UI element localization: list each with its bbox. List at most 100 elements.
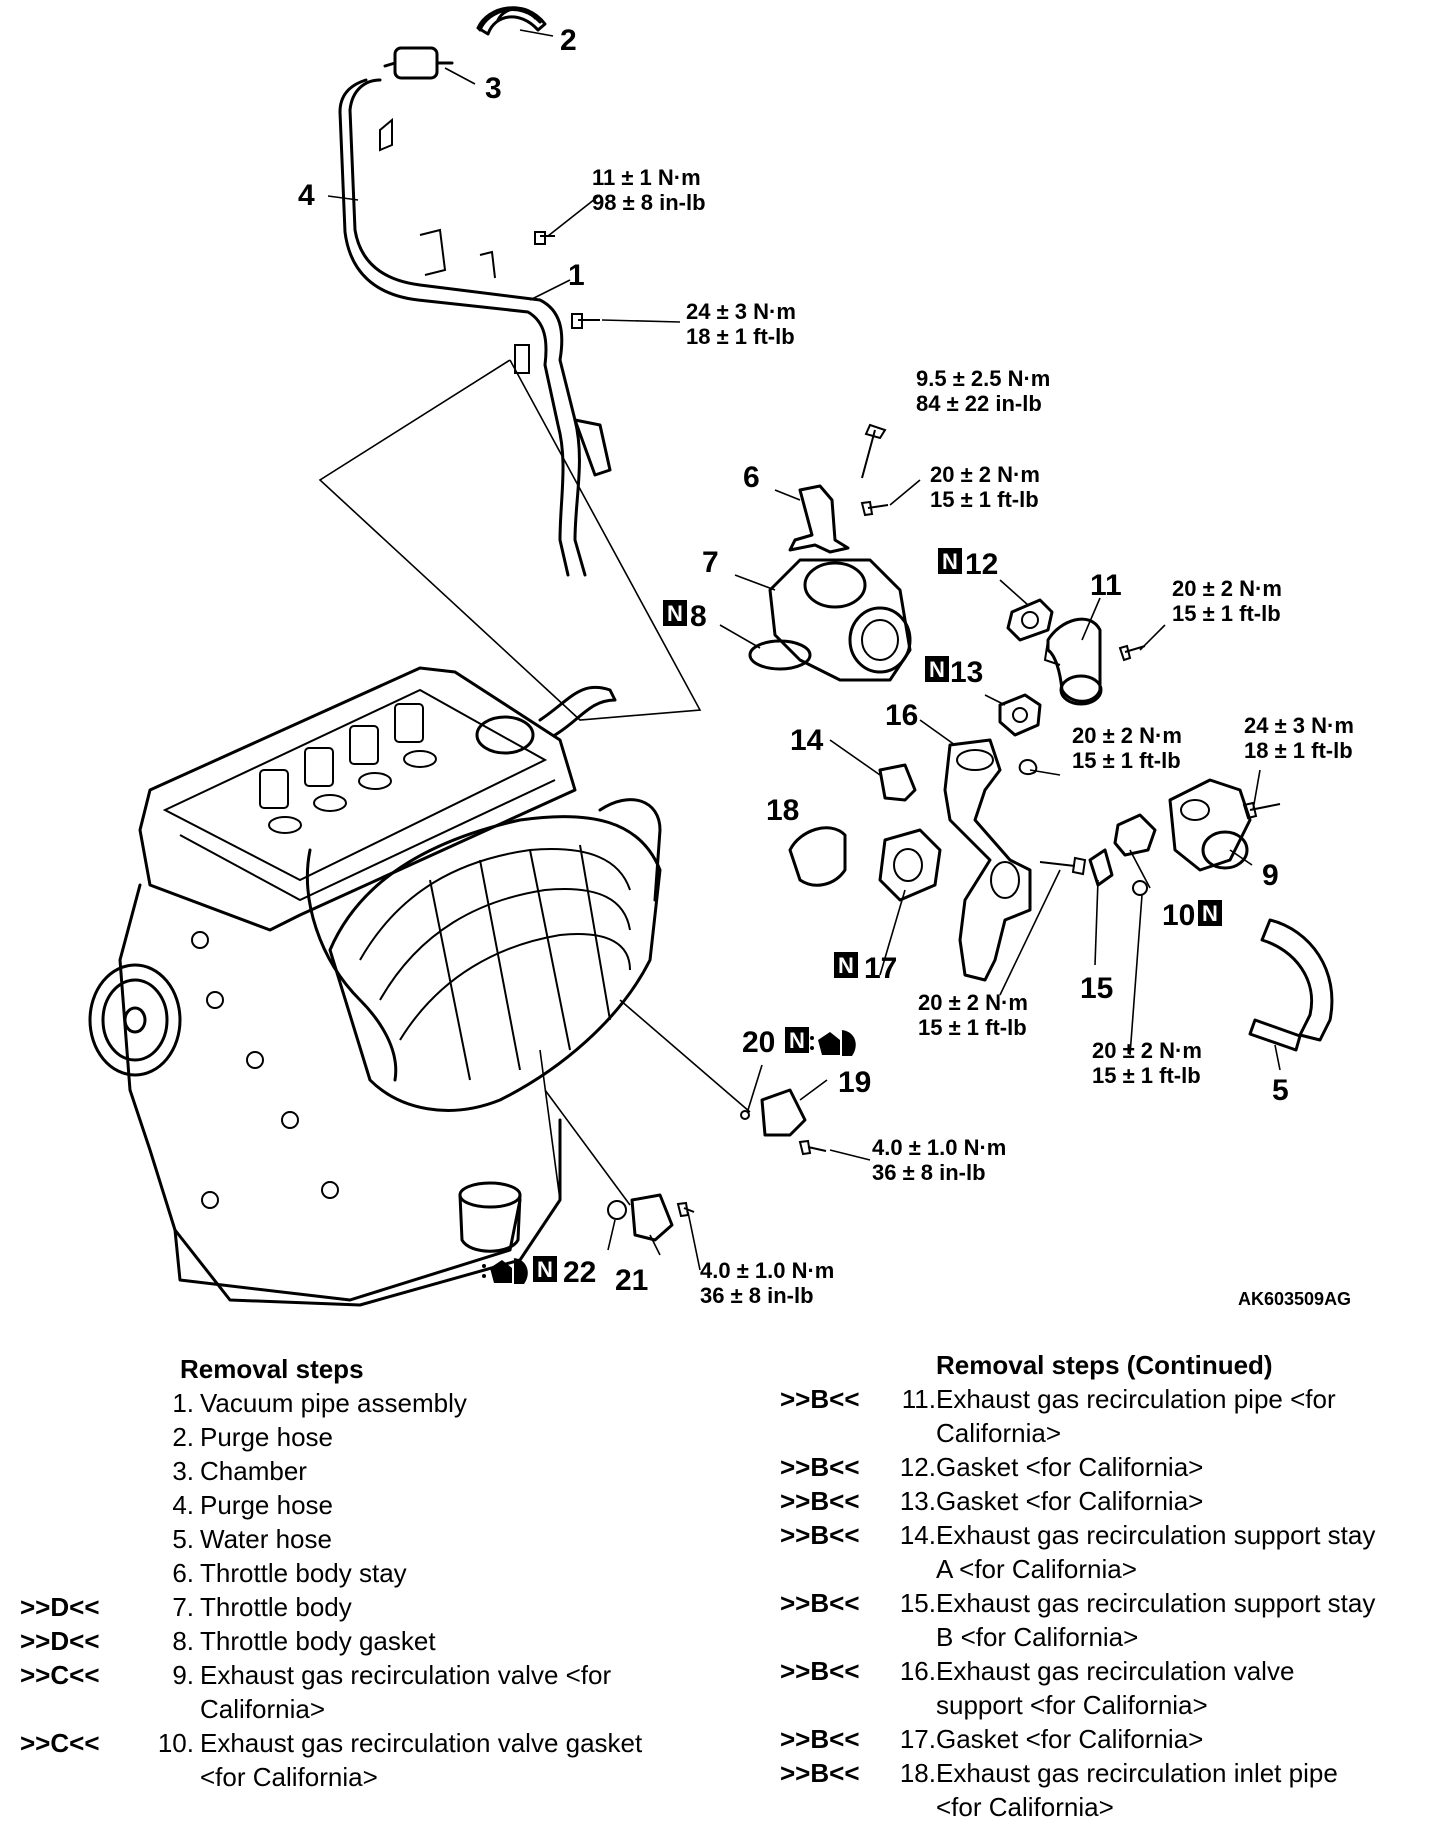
step-text: Exhaust gas recirculation valve gasket<f… <box>200 1728 643 1792</box>
step-number: 13. <box>899 1486 936 1516</box>
throttle-body <box>768 558 912 682</box>
egr-valve <box>1168 778 1252 872</box>
step-mark <box>20 1556 138 1590</box>
step-text: Chamber <box>200 1456 307 1486</box>
bolts <box>534 231 1281 1218</box>
torque-t5: 20 ± 2 N·m 15 ± 1 ft-lb <box>1172 576 1282 626</box>
svg-text:20 ± 2 N·m: 20 ± 2 N·m <box>1072 723 1182 748</box>
svg-text:20 ± 2 N·m: 20 ± 2 N·m <box>1172 576 1282 601</box>
step-mark: >>B<< <box>780 1520 860 1550</box>
svg-text:9.5 ± 2.5 N·m: 9.5 ± 2.5 N·m <box>916 366 1050 391</box>
step-mark <box>20 1454 138 1488</box>
step-number: 12. <box>899 1452 936 1482</box>
step-row: >>B<<12.Gasket <for California> <box>780 1450 1430 1484</box>
svg-text:11 ± 1 N·m: 11 ± 1 N·m <box>592 165 701 190</box>
svg-text:98 ± 8 in-lb: 98 ± 8 in-lb <box>592 190 706 215</box>
step-text: Exhaust gas recirculation inlet pipe<for… <box>936 1758 1338 1822</box>
svg-text:36 ± 8 in-lb: 36 ± 8 in-lb <box>700 1283 814 1308</box>
step-row: >>B<<13.Gasket <for California> <box>780 1484 1430 1518</box>
step-mark: >>D<< <box>20 1626 100 1656</box>
step-row: >>B<<18.Exhaust gas recirculation inlet … <box>780 1756 1430 1824</box>
svg-text:18 ± 1 ft-lb: 18 ± 1 ft-lb <box>1244 738 1353 763</box>
callout-20: 20 <box>742 1026 775 1059</box>
step-row: 5.Water hose <box>20 1522 680 1556</box>
svg-text:20 ± 2 N·m: 20 ± 2 N·m <box>930 462 1040 487</box>
step-number: 6. <box>172 1558 194 1588</box>
leader-lines <box>327 29 1281 1271</box>
step-mark: >>B<< <box>780 1588 860 1618</box>
step-text: Gasket <for California> <box>936 1486 1204 1516</box>
n-mark-10: N <box>1198 900 1222 926</box>
torque-specs: 11 ± 1 N·m 98 ± 8 in-lb 24 ± 3 N·m 18 ± … <box>592 165 1354 1308</box>
step-row: >>D<<7.Throttle body <box>20 1590 680 1624</box>
new-part-marks: N N N N N N N <box>533 548 1222 1282</box>
torque-t1: 11 ± 1 N·m 98 ± 8 in-lb <box>592 165 706 215</box>
torque-t6: 20 ± 2 N·m 15 ± 1 ft-lb <box>1072 723 1182 773</box>
n-mark-12: N <box>938 548 962 574</box>
step-mark <box>20 1522 138 1556</box>
callout-4: 4 <box>298 179 315 212</box>
step-row: >>B<<11.Exhaust gas recirculation pipe <… <box>780 1382 1430 1450</box>
step-row: 3.Chamber <box>20 1454 680 1488</box>
step-row: >>D<<8.Throttle body gasket <box>20 1624 680 1658</box>
step-mark: >>D<< <box>20 1592 100 1622</box>
sensor-21 <box>607 1193 674 1242</box>
svg-text:N: N <box>789 1028 805 1053</box>
svg-text:N: N <box>537 1257 553 1282</box>
egr-valve-support <box>943 738 1032 982</box>
step-mark: >>B<< <box>780 1724 860 1754</box>
callout-21: 21 <box>615 1264 648 1297</box>
step-number: 4. <box>172 1490 194 1520</box>
callout-19: 19 <box>838 1066 871 1099</box>
torque-t3: 9.5 ± 2.5 N·m 84 ± 22 in-lb <box>916 366 1050 416</box>
svg-text:N: N <box>942 549 958 574</box>
callouts: 1 2 3 4 5 6 7 8 9 10 11 12 13 14 15 16 1… <box>298 24 1289 1297</box>
torque-t7: 24 ± 3 N·m 18 ± 1 ft-lb <box>1244 713 1354 763</box>
throttle-body-stay <box>788 484 850 554</box>
svg-text:15 ± 1 ft-lb: 15 ± 1 ft-lb <box>1092 1063 1201 1088</box>
svg-text:N: N <box>929 657 945 682</box>
svg-text:N: N <box>838 953 854 978</box>
egr-pipe <box>1043 617 1103 706</box>
egr-inlet-pipe <box>788 826 847 887</box>
svg-text:N: N <box>1202 901 1218 926</box>
gasket-12 <box>1006 598 1054 642</box>
step-row: 1.Vacuum pipe assembly <box>20 1386 680 1420</box>
callout-12: 12 <box>965 548 998 581</box>
callout-6: 6 <box>743 461 760 494</box>
svg-text:24 ± 3 N·m: 24 ± 3 N·m <box>1244 713 1354 738</box>
step-text: Throttle body <box>200 1592 352 1622</box>
callout-8: 8 <box>690 600 707 633</box>
n-mark-20: N <box>785 1027 809 1053</box>
step-text: Gasket <for California> <box>936 1452 1204 1482</box>
svg-text:15 ± 1 ft-lb: 15 ± 1 ft-lb <box>1172 601 1281 626</box>
figure-id: AK603509AG <box>1238 1289 1351 1309</box>
oil-can-icon <box>810 1030 856 1056</box>
engine-illustration <box>88 666 662 1307</box>
step-row: 2.Purge hose <box>20 1420 680 1454</box>
step-number: 5. <box>172 1524 194 1554</box>
n-mark-22: N <box>533 1256 557 1282</box>
svg-text:18 ± 1 ft-lb: 18 ± 1 ft-lb <box>686 324 795 349</box>
callout-22: 22 <box>563 1256 596 1289</box>
step-mark <box>20 1420 138 1454</box>
callout-18: 18 <box>766 794 799 827</box>
torque-t4: 20 ± 2 N·m 15 ± 1 ft-lb <box>930 462 1040 512</box>
egr-support-stay-b <box>1088 848 1114 887</box>
callout-11: 11 <box>1090 569 1122 602</box>
svg-text:15 ± 1 ft-lb: 15 ± 1 ft-lb <box>930 487 1039 512</box>
sensor-19 <box>740 1088 807 1137</box>
step-number: 2. <box>172 1422 194 1452</box>
egr-valve-gasket <box>1113 813 1157 857</box>
step-number: 14. <box>899 1520 936 1550</box>
callout-13: 13 <box>950 656 983 689</box>
step-row: >>C<<9.Exhaust gas recirculation valve <… <box>20 1658 680 1726</box>
step-text: Water hose <box>200 1524 332 1554</box>
step-text: Throttle body gasket <box>200 1626 436 1656</box>
svg-text:15 ± 1 ft-lb: 15 ± 1 ft-lb <box>1072 748 1181 773</box>
torque-t2: 24 ± 3 N·m 18 ± 1 ft-lb <box>686 299 796 349</box>
step-number: 3. <box>172 1456 194 1486</box>
step-number: 16. <box>899 1656 936 1686</box>
step-number: 10. <box>157 1728 194 1758</box>
